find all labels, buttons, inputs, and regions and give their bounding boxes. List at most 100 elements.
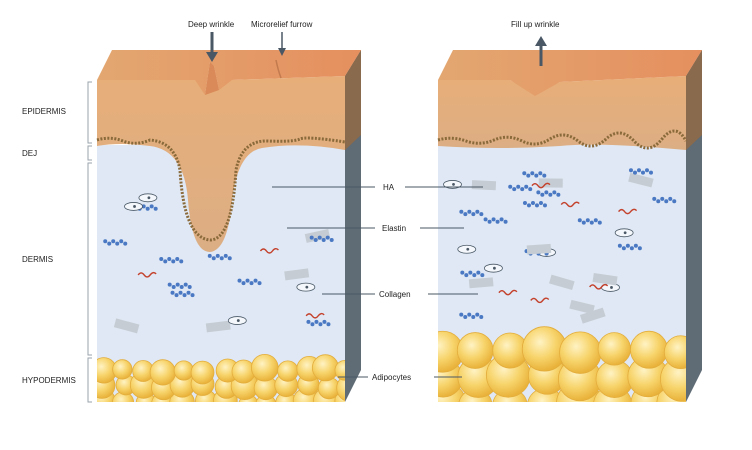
ha-bead: [542, 203, 547, 208]
ha-bead: [313, 238, 318, 243]
ha-bead: [119, 239, 124, 244]
collagen-bundle: [471, 180, 497, 191]
collagen-bundle: [205, 320, 231, 333]
ha-bead: [632, 170, 637, 175]
ha-bead: [219, 256, 224, 261]
ha-bead: [471, 212, 476, 217]
ha-bead: [237, 278, 242, 283]
elastin-fiber: [305, 312, 325, 319]
ha-bead: [153, 206, 158, 211]
ha-bead: [524, 184, 529, 189]
label-epidermis: EPIDERMIS: [22, 107, 66, 116]
ha-bead: [182, 293, 187, 298]
ha-bead: [621, 246, 626, 251]
fibroblast-nucleus: [610, 286, 613, 289]
ha-bead: [536, 190, 541, 195]
adipocyte-cell: [112, 359, 133, 380]
fibroblast-nucleus: [466, 247, 470, 251]
ha-molecule: [170, 290, 195, 298]
ha-bead: [530, 171, 535, 176]
ha-bead: [149, 204, 154, 209]
ha-bead: [597, 220, 602, 225]
ha-bead: [472, 273, 477, 278]
ha-bead: [190, 293, 195, 298]
ha-bead: [314, 319, 319, 324]
collagen-bundle: [579, 307, 606, 324]
ha-bead: [530, 201, 535, 206]
ha-bead: [548, 192, 553, 197]
ha-bead: [223, 253, 228, 258]
ha-bead: [321, 238, 326, 243]
ha-bead: [241, 281, 246, 286]
ha-bead: [475, 312, 480, 317]
elastin-fiber: [259, 248, 279, 254]
ha-bead: [257, 281, 262, 286]
ha-molecule: [508, 184, 533, 192]
label-hypodermis: HYPODERMIS: [22, 376, 76, 385]
collagen-bundle: [113, 318, 140, 334]
fibroblast-nucleus: [452, 183, 455, 186]
ha-bead: [520, 187, 525, 192]
ha-bead: [625, 243, 630, 248]
ha-bead: [526, 173, 531, 178]
ha-bead: [115, 241, 120, 246]
ha-bead: [215, 253, 220, 258]
elastin-fiber: [618, 208, 638, 215]
ha-bead: [171, 259, 176, 264]
ha-bead: [628, 168, 633, 173]
ha-bead: [163, 259, 168, 264]
right-hypodermis-fat: [438, 326, 686, 402]
fibroblast-nucleus: [493, 266, 496, 270]
ha-bead: [534, 203, 539, 208]
ha-bead: [479, 212, 484, 217]
ha-bead: [577, 218, 582, 223]
collagen-bundle: [628, 172, 654, 188]
collagen-bundle: [468, 277, 494, 289]
ha-bead: [644, 168, 649, 173]
ha-bead: [589, 220, 594, 225]
label-dermis: DERMIS: [22, 255, 53, 264]
ha-molecule: [577, 218, 602, 225]
ha-molecule: [522, 201, 547, 208]
ha-bead: [211, 256, 216, 261]
adipocyte-cell: [336, 375, 345, 402]
collagen-bundle: [526, 243, 552, 255]
ha-bead: [325, 235, 330, 240]
ha-bead: [540, 192, 545, 197]
ha-bead: [175, 257, 180, 262]
left-epidermis: [97, 60, 345, 252]
adipocyte-cell: [663, 335, 686, 370]
adipocyte-cell: [149, 359, 176, 386]
fibroblast-nucleus: [133, 205, 136, 208]
ha-bead: [495, 219, 500, 224]
ha-bead: [648, 170, 653, 175]
ha-bead: [249, 281, 254, 286]
ha-bead: [459, 209, 464, 214]
adipocyte-cell: [630, 330, 668, 369]
ha-bead: [111, 239, 116, 244]
ha-bead: [652, 196, 657, 201]
ha-bead: [637, 246, 642, 251]
ha-bead: [534, 173, 539, 178]
collagen-bundle: [549, 274, 575, 290]
ha-bead: [468, 270, 473, 275]
label-deep-wrinkle: Deep wrinkle: [188, 20, 235, 29]
ha-bead: [476, 270, 481, 275]
left-top-surface: [97, 50, 361, 95]
ha-molecule: [522, 171, 547, 178]
ha-bead: [178, 290, 183, 295]
ha-bead: [544, 190, 549, 195]
ha-bead: [245, 278, 250, 283]
ha-bead: [636, 168, 641, 173]
ha-bead: [479, 314, 484, 319]
ha-bead: [175, 282, 180, 287]
ha-bead: [512, 187, 517, 192]
ha-bead: [171, 285, 176, 290]
ha-bead: [475, 209, 480, 214]
ha-bead: [526, 203, 531, 208]
ha-bead: [253, 278, 258, 283]
ha-bead: [123, 241, 128, 246]
right-dej-line: [437, 129, 688, 150]
ha-molecule: [103, 239, 128, 246]
